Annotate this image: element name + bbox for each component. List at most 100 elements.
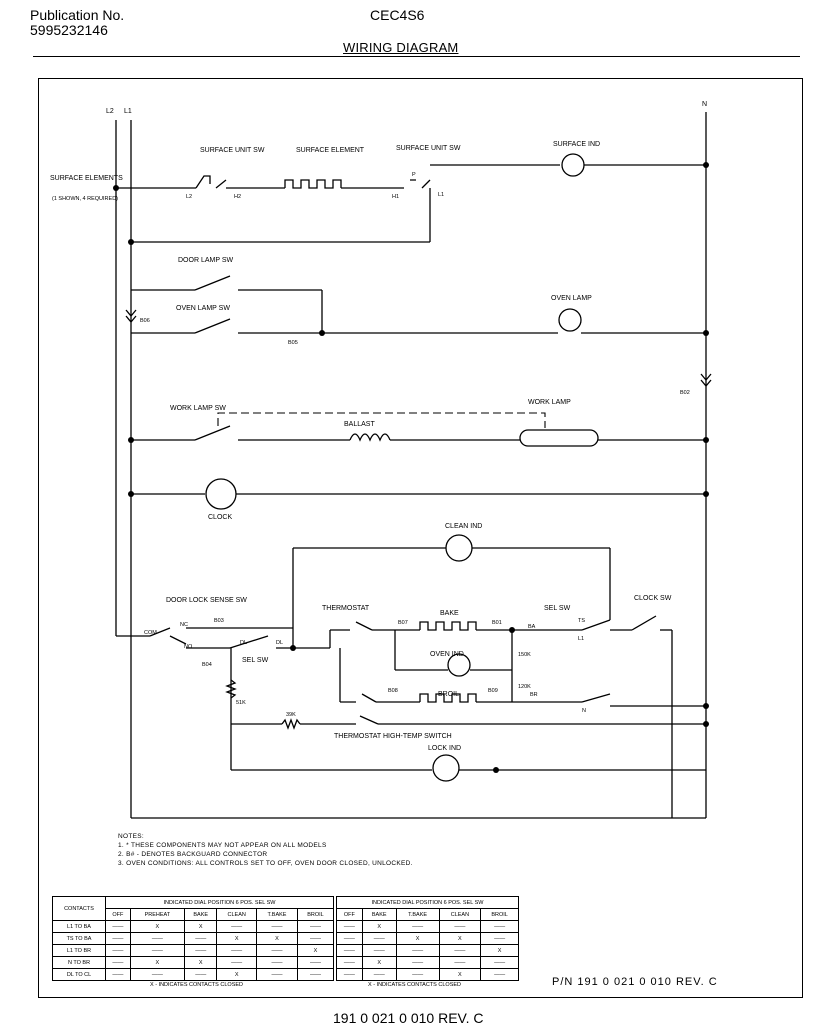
- terminal-l2: L2: [186, 194, 192, 200]
- terminal-no: NO: [184, 644, 193, 650]
- publication-number: 5995232146: [30, 22, 108, 38]
- oven-indicator-lamp: [447, 653, 471, 677]
- table-left-col-header: BAKE: [184, 908, 218, 921]
- contact-cell: ——: [105, 944, 131, 957]
- model-number: CEC4S6: [370, 7, 425, 23]
- contact-cell: ——: [480, 956, 519, 969]
- contacts-header: CONTACTS: [52, 896, 106, 921]
- label-door-lock-sense-sw: DOOR LOCK SENSE SW: [166, 597, 247, 604]
- contact-cell: ——: [336, 932, 363, 945]
- table-right-col-header: CLEAN: [438, 908, 482, 921]
- label-bake: BAKE: [440, 610, 459, 617]
- surface-element-coil: [284, 179, 342, 189]
- contact-cell: X: [438, 968, 482, 981]
- contact-cell: X: [216, 968, 258, 981]
- terminal-b05: B05: [288, 340, 298, 346]
- table-row: ——X——————: [336, 920, 519, 933]
- junction-dot: [703, 437, 709, 443]
- contact-cell: X: [184, 920, 218, 933]
- contact-cell: X: [296, 944, 335, 957]
- contact-cell: ——: [480, 932, 519, 945]
- terminal-ts: TS: [578, 618, 585, 624]
- terminal-b07: B07: [398, 620, 408, 626]
- junction-dot: [703, 703, 709, 709]
- contact-cell: ——: [256, 920, 298, 933]
- contact-cell: ——: [216, 956, 258, 969]
- label-thermostat: THERMOSTAT: [322, 605, 370, 612]
- label-sel-sw-right: SEL SW: [544, 605, 571, 612]
- contact-cell: ——: [296, 968, 335, 981]
- thermostat-switch: [330, 621, 373, 631]
- clean-indicator-lamp: [445, 534, 473, 562]
- label-lock-ind: LOCK IND: [428, 745, 461, 752]
- table-left-col-header: OFF: [105, 908, 131, 921]
- contact-cell: ——: [256, 944, 298, 957]
- terminal-br: BR: [530, 692, 538, 698]
- junction-dot: [128, 437, 134, 443]
- terminal-p: P: [412, 172, 416, 178]
- label-surface-unit-sw-1: SURFACE UNIT SW: [200, 147, 265, 154]
- table-right-col-header: T.BAKE: [395, 908, 440, 921]
- header-rule: [33, 56, 800, 57]
- terminal-nc: NC: [180, 622, 188, 628]
- contact-cell: X: [438, 932, 482, 945]
- contact-cell: ——: [336, 920, 363, 933]
- clock-motor: [205, 478, 237, 510]
- table-left-caption: X - INDICATES CONTACTS CLOSED: [150, 982, 244, 988]
- thermostat-broil-switch: [340, 693, 377, 703]
- part-number: P/N 191 0 021 0 010 REV. C: [552, 976, 718, 988]
- label-resistor-39k: 39K: [286, 712, 296, 718]
- terminal-b04: B04: [202, 662, 212, 668]
- label-n: N: [702, 101, 707, 108]
- label-work-lamp-sw: WORK LAMP SW: [170, 405, 226, 412]
- table-right-col-header: OFF: [336, 908, 363, 921]
- label-surface-element: SURFACE ELEMENT: [296, 147, 365, 154]
- connector-b02: [700, 373, 712, 388]
- junction-dot: [128, 239, 134, 245]
- label-work-lamp: WORK LAMP: [528, 399, 571, 406]
- sel-switch-broil: [581, 693, 611, 703]
- label-resistor-51k: 51K: [236, 700, 246, 706]
- contact-cell: ——: [129, 932, 186, 945]
- contact-cell: ——: [105, 920, 131, 933]
- terminal-b06: B06: [140, 318, 150, 324]
- contact-cell: ——: [105, 956, 131, 969]
- contact-table-right: INDICATED DIAL POSITION 6 POS. SEL SW OF…: [336, 896, 519, 981]
- footer-code: 191 0 021 0 010 REV. C: [333, 1010, 484, 1026]
- terminal-ba: BA: [528, 624, 536, 630]
- terminal-com: COM: [144, 630, 157, 636]
- terminal-n-sel: N: [582, 708, 586, 714]
- terminal-b01: B01: [492, 620, 502, 626]
- surface-unit-switch-2: [390, 179, 431, 189]
- junction-dot: [703, 330, 709, 336]
- work-lamp-dashed-link: [217, 412, 546, 428]
- table-left-col-header: CLEAN: [216, 908, 258, 921]
- label-surface-elements: SURFACE ELEMENTS: [50, 175, 123, 182]
- contact-cell: ——: [129, 968, 186, 981]
- contact-cell: ——: [296, 920, 335, 933]
- contact-label: TS TO BA: [52, 932, 106, 945]
- contact-cell: X: [361, 920, 397, 933]
- table-row: L1 TO BR——————————X: [52, 944, 335, 957]
- contact-cell: ——: [336, 968, 363, 981]
- contact-cell: ——: [184, 932, 218, 945]
- table-left-group-title: INDICATED DIAL POSITION 6 POS. SEL SW: [105, 896, 334, 909]
- work-lamp-switch: [194, 425, 231, 441]
- contact-cell: X: [216, 932, 258, 945]
- junction-dot: [703, 721, 709, 727]
- contact-cell: ——: [361, 944, 397, 957]
- note-3: 3. OVEN CONDITIONS: ALL CONTROLS SET TO …: [118, 860, 413, 867]
- resistor-150k: 150K: [518, 652, 531, 658]
- contact-cell: ——: [395, 956, 440, 969]
- contact-cell: ——: [361, 968, 397, 981]
- connector-b06: [125, 309, 137, 324]
- notes-block: NOTES: 1. * THESE COMPONENTS MAY NOT APP…: [118, 832, 413, 868]
- table-right-col-header: BAKE: [361, 908, 397, 921]
- contact-cell: ——: [480, 968, 519, 981]
- table-left-col-header: PREHEAT: [129, 908, 186, 921]
- resistor-39k: [281, 718, 301, 730]
- contact-cell: X: [256, 932, 298, 945]
